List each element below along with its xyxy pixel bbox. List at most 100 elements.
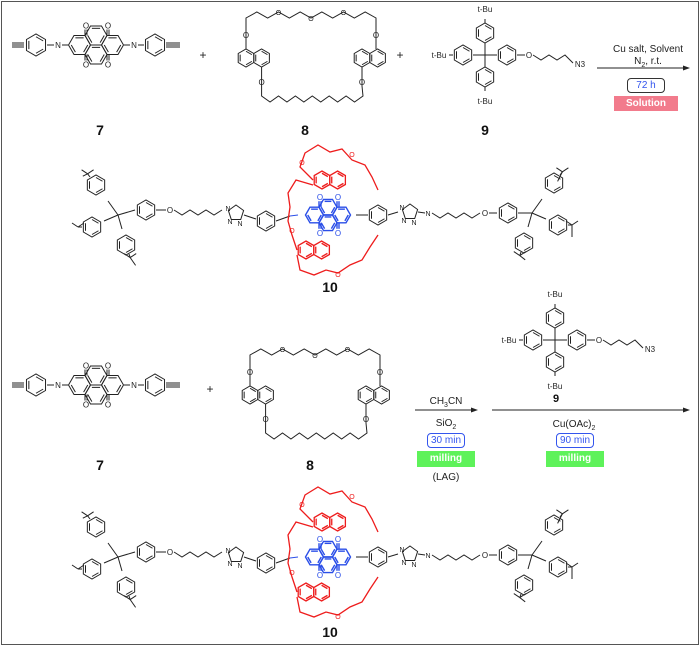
step1-additive: SiO2: [435, 418, 457, 431]
ring: [498, 202, 518, 224]
reaction-arrow: [597, 65, 690, 71]
reaction-arrow-step2: [492, 407, 690, 413]
oxygen-label: O: [335, 193, 341, 202]
ring: [100, 374, 125, 396]
step1-note: (LAG): [432, 472, 460, 483]
nitrogen-label: N: [225, 548, 230, 555]
bond: [344, 214, 349, 222]
arrow-head: [683, 65, 690, 71]
nitrogen-label: N: [401, 218, 406, 225]
bond: [154, 388, 163, 394]
triazole-ring: [401, 545, 419, 561]
bond: [565, 220, 573, 226]
ring: [82, 558, 102, 580]
bond: [305, 584, 313, 590]
bond: [87, 169, 94, 175]
bond: [321, 524, 329, 530]
atom-label: O: [280, 347, 286, 354]
nitrogen-label: N: [411, 562, 416, 569]
bond: [321, 242, 328, 248]
bond: [321, 252, 328, 258]
bond: [523, 577, 531, 582]
ring: [313, 240, 331, 260]
compound-label-7: 7: [96, 457, 104, 473]
bond: [576, 332, 584, 337]
bond: [337, 524, 344, 530]
bond: [154, 48, 163, 54]
ring: [144, 373, 166, 397]
bond: [87, 35, 93, 43]
bond: [125, 579, 133, 584]
bond: [562, 167, 569, 173]
bond: [77, 564, 85, 570]
bond: [417, 211, 426, 214]
bond: [95, 177, 103, 182]
oxygen-label: O: [289, 570, 295, 577]
ring: [144, 33, 166, 57]
bond: [532, 332, 540, 337]
chain: [261, 67, 364, 103]
bond: [87, 375, 93, 383]
bond: [361, 50, 369, 56]
bond: [330, 548, 336, 556]
bond: [365, 397, 373, 403]
bond: [123, 253, 131, 259]
ring: [544, 172, 564, 194]
bond: [265, 387, 272, 393]
ring: [256, 210, 276, 232]
bond: [531, 212, 547, 220]
bond: [35, 376, 44, 382]
bond: [562, 509, 569, 515]
bond: [81, 169, 88, 175]
atom-label: N: [425, 211, 430, 218]
bond: [125, 237, 133, 242]
atom-label: O: [243, 31, 249, 40]
triazole-ring: [227, 204, 245, 220]
bond: [330, 206, 336, 214]
bond: [154, 376, 163, 382]
ring: [256, 552, 276, 574]
tbu-label: t-Bu: [432, 51, 447, 60]
chain: [249, 348, 381, 386]
ring: [329, 170, 347, 190]
oxygen-label: O: [317, 229, 323, 238]
bond: [305, 594, 313, 600]
bond: [265, 213, 273, 218]
atom-label: O: [312, 353, 318, 360]
atom-label: O: [258, 78, 264, 87]
atom-label: N: [131, 41, 137, 50]
bond: [417, 553, 426, 556]
bond: [321, 172, 329, 178]
bond: [557, 570, 565, 575]
bond: [519, 597, 526, 603]
bond: [91, 219, 99, 224]
oxygen-label: O: [105, 61, 111, 70]
ring: [100, 34, 125, 56]
oxygen-label: O: [83, 21, 89, 30]
bond: [117, 551, 136, 558]
oxygen-label: O: [83, 401, 89, 410]
bond: [523, 235, 531, 240]
bond: [337, 514, 344, 520]
step2-method-badge: milling: [546, 451, 604, 467]
bond: [275, 215, 291, 222]
oxygen-label: O: [299, 502, 305, 509]
reagents-label: Cu salt, Solvent: [612, 44, 684, 55]
bond: [330, 222, 336, 229]
triazole-ring: [227, 546, 245, 562]
bond: [553, 528, 561, 533]
bond: [513, 251, 521, 257]
bond: [377, 207, 385, 212]
triazole-ring: [401, 203, 419, 219]
compound-label-9: 9: [552, 393, 560, 405]
tbu-label: t-Bu: [548, 382, 563, 391]
ring: [86, 174, 106, 196]
bond: [307, 556, 312, 564]
bond: [103, 384, 109, 393]
bond: [377, 218, 385, 223]
azide-label: N3: [575, 60, 586, 69]
bond: [321, 584, 328, 590]
bond: [334, 556, 339, 564]
bond: [337, 172, 344, 178]
